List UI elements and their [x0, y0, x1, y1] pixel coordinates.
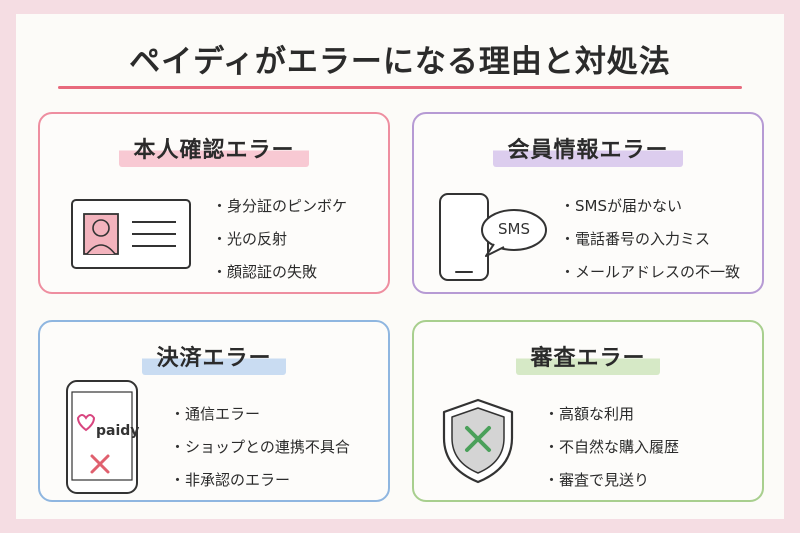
- identity-error-card: 本人確認エラー 身分証のピンボケ 光の反射 顔認証の失敗: [38, 112, 390, 294]
- shield-x-icon: [442, 398, 514, 484]
- title-underline: [58, 86, 742, 89]
- list-item: 光の反射: [212, 227, 347, 260]
- list-item: 顔認証の失敗: [212, 260, 347, 293]
- list-item: SMSが届かない: [560, 194, 740, 227]
- smartphone-paidy-icon: [66, 380, 138, 494]
- payment-error-list: 通信エラー ショップとの連携不具合 非承認のエラー: [170, 402, 350, 501]
- list-item: メールアドレスの不一致: [560, 260, 740, 293]
- infographic: ペイディがエラーになる理由と対処法 本人確認エラー 身分証のピンボケ 光の反射 …: [16, 14, 784, 519]
- list-item: 不自然な購入履歴: [544, 435, 679, 468]
- review-error-card: 審査エラー 高額な利用 不自然な購入履歴 審査で見送り: [412, 320, 764, 502]
- review-error-list: 高額な利用 不自然な購入履歴 審査で見送り: [544, 402, 679, 501]
- member-info-error-card: 会員情報エラー SMS SMSが届かない 電話番号の入力ミス メールアドレスの不…: [412, 112, 764, 294]
- list-item: ショップとの連携不具合: [170, 435, 350, 468]
- identity-error-list: 身分証のピンボケ 光の反射 顔認証の失敗: [212, 194, 347, 293]
- list-item: 通信エラー: [170, 402, 350, 435]
- member-info-error-title: 会員情報エラー: [493, 130, 683, 167]
- paidy-logo: paidy: [96, 423, 140, 439]
- payment-error-title: 決済エラー: [142, 338, 286, 375]
- list-item: 身分証のピンボケ: [212, 194, 347, 227]
- identity-error-title: 本人確認エラー: [119, 130, 309, 167]
- list-item: 電話番号の入力ミス: [560, 227, 740, 260]
- payment-error-card: 決済エラー paidy 通信エラー ショップとの連携不具合 非承認のエラー: [38, 320, 390, 502]
- smartphone-sms-icon: [439, 193, 547, 281]
- sms-bubble-label: SMS: [498, 220, 530, 238]
- list-item: 審査で見送り: [544, 468, 679, 501]
- member-info-error-list: SMSが届かない 電話番号の入力ミス メールアドレスの不一致: [560, 194, 740, 293]
- review-error-title: 審査エラー: [516, 338, 660, 375]
- list-item: 高額な利用: [544, 402, 679, 435]
- id-card-icon: [71, 199, 191, 269]
- list-item: 非承認のエラー: [170, 468, 350, 501]
- page-title: ペイディがエラーになる理由と対処法: [129, 44, 671, 80]
